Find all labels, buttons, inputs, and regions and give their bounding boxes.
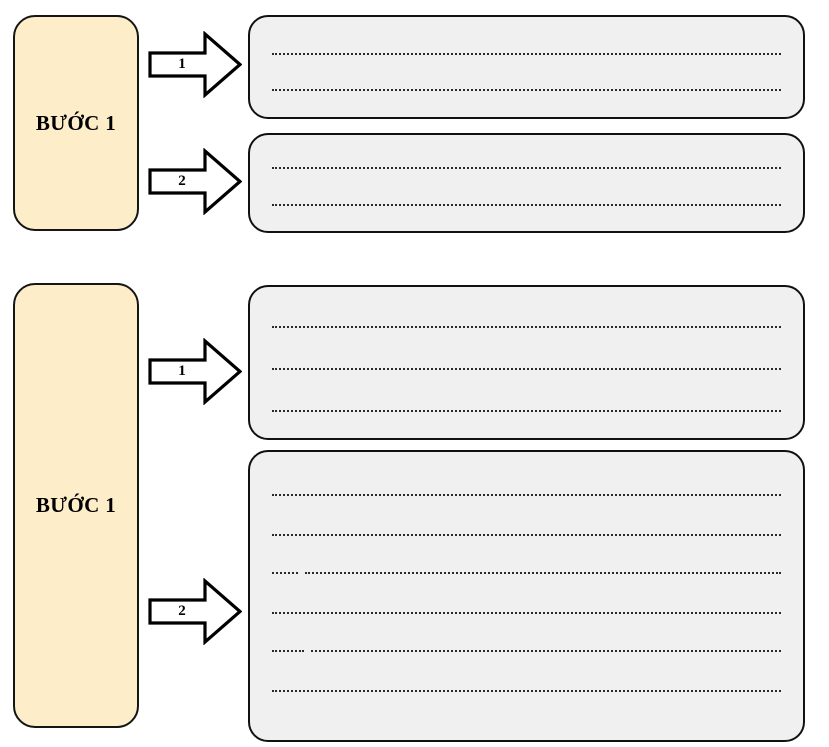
dot-line <box>272 534 781 536</box>
dot-line <box>272 494 781 496</box>
step-box-1[interactable]: BƯỚC 1 <box>13 15 139 231</box>
right-block-arrow-icon <box>148 148 242 215</box>
content-box-g1-r2[interactable] <box>248 133 805 233</box>
dot-line <box>272 367 781 370</box>
dot-segment-lead <box>272 572 298 574</box>
step-box-2[interactable]: BƯỚC 1 <box>13 283 139 728</box>
dot-segment-lead <box>272 650 304 652</box>
dot-line <box>272 89 781 91</box>
right-block-arrow-icon <box>148 338 242 405</box>
dot-line <box>272 203 781 206</box>
dot-line <box>272 53 781 55</box>
dot-line <box>272 409 781 412</box>
dot-line <box>272 166 781 169</box>
content-box-g2-r1[interactable] <box>248 285 805 440</box>
content-box-g2-r2[interactable] <box>248 450 805 742</box>
arrow-g1-r2[interactable]: 2 <box>148 148 242 215</box>
dot-segment-rest <box>305 572 781 574</box>
dot-line <box>272 325 781 328</box>
right-block-arrow-icon <box>148 578 242 645</box>
step-box-1-label: BƯỚC 1 <box>35 110 117 135</box>
right-block-arrow-icon <box>148 31 242 98</box>
step-box-2-label: BƯỚC 1 <box>35 493 117 517</box>
dot-line <box>272 690 781 692</box>
arrow-g2-r1[interactable]: 1 <box>148 338 242 405</box>
arrow-g2-r2[interactable]: 2 <box>148 578 242 645</box>
content-box-g1-r1[interactable] <box>248 15 805 119</box>
dot-segment-rest <box>311 650 781 652</box>
arrow-g1-r1[interactable]: 1 <box>148 31 242 98</box>
dot-line <box>272 612 781 614</box>
